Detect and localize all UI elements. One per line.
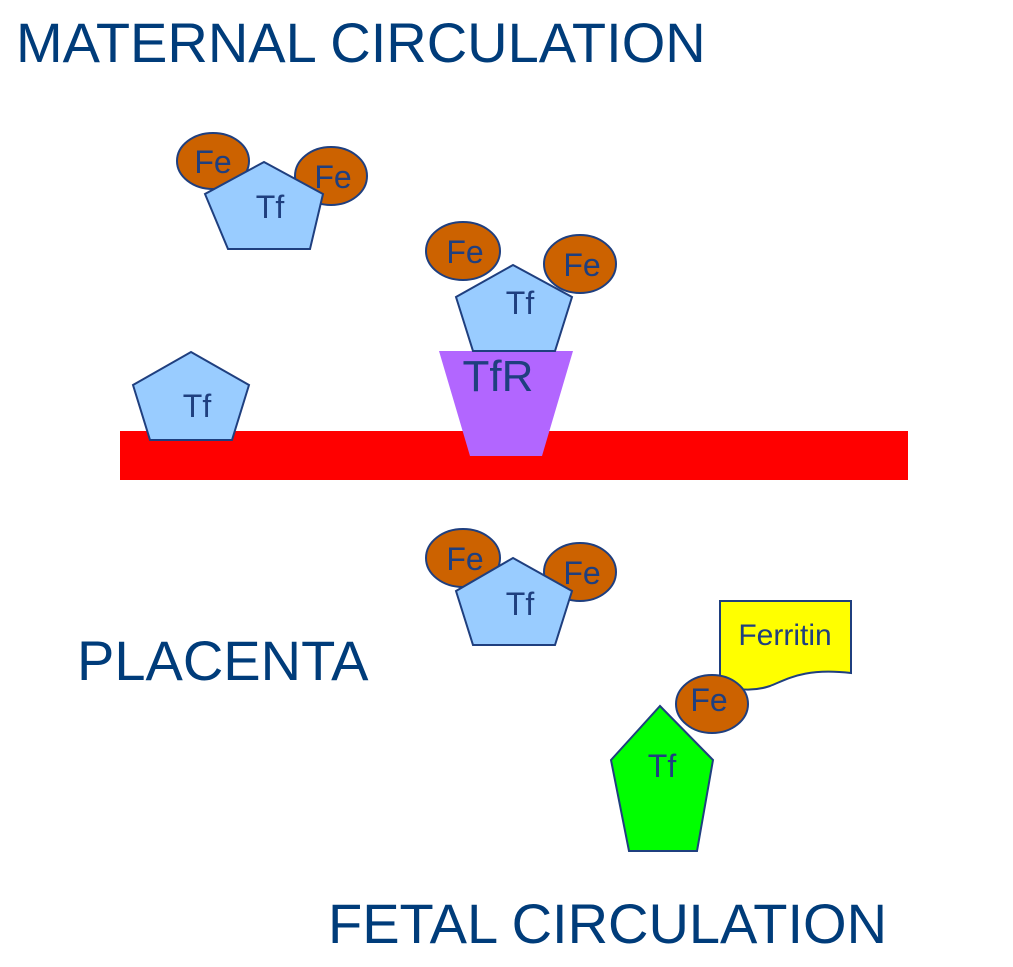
iron-atom xyxy=(675,674,749,734)
transferrin-pentagon xyxy=(203,160,325,250)
maternal-circulation-label: MATERNAL CIRCULATION xyxy=(16,11,706,74)
iron-atom xyxy=(543,234,617,294)
fetal-transferrin-pentagon xyxy=(609,704,715,852)
fetal-circulation-label: FETAL CIRCULATION xyxy=(328,892,887,955)
iron-label: Fe xyxy=(563,247,600,283)
iron-label: Fe xyxy=(446,234,483,270)
transferrin-pentagon xyxy=(131,350,251,441)
ferritin-label: Ferritin xyxy=(738,619,831,652)
transferrin-label: Tf xyxy=(648,748,677,784)
iron-label: Fe xyxy=(563,555,600,591)
transferrin-label: Tf xyxy=(183,388,212,424)
receptor-label: TfR xyxy=(463,352,534,401)
iron-label: Fe xyxy=(690,682,727,718)
transferrin-label: Tf xyxy=(506,285,535,321)
iron-atom xyxy=(425,221,501,281)
iron-label: Fe xyxy=(446,541,483,577)
holo-transferrin-placental: Fe Fe Tf xyxy=(425,528,617,646)
apo-transferrin: Tf xyxy=(131,350,251,441)
ferritin: Ferritin xyxy=(719,600,852,691)
transferrin-label: Tf xyxy=(506,586,535,622)
iron-label: Fe xyxy=(194,144,231,180)
transferrin-label: Tf xyxy=(256,189,285,225)
receptor-trapezoid xyxy=(439,351,573,456)
fetal-transferrin: Fe Tf xyxy=(609,674,749,852)
transferrin-receptor: TfR xyxy=(439,351,573,456)
holo-transferrin-bound: Fe Fe Tf xyxy=(425,221,617,352)
transferrin-pentagon xyxy=(454,263,574,352)
holo-transferrin-maternal: Fe Fe Tf xyxy=(176,132,368,250)
transferrin-pentagon xyxy=(454,556,574,646)
iron-label: Fe xyxy=(314,159,351,195)
placenta-label: PLACENTA xyxy=(77,629,369,692)
